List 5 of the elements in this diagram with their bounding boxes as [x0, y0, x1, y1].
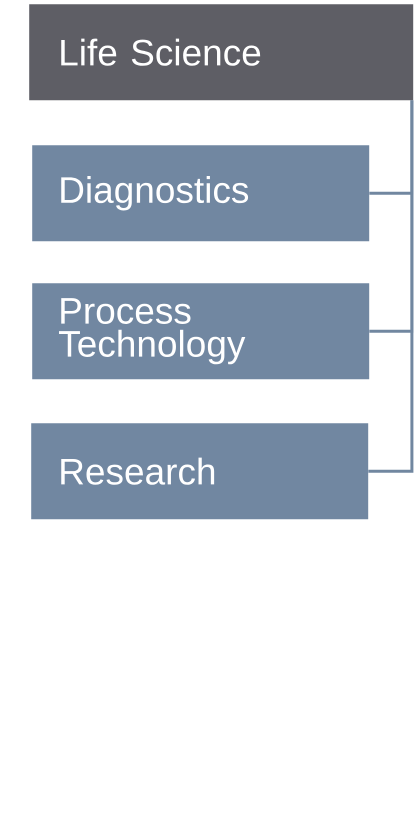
subcategory-box: Process Technology: [32, 283, 370, 380]
subcategory-box: Diagnostics: [32, 145, 370, 242]
category-box: Life Science: [29, 4, 414, 100]
connector-line: [368, 100, 414, 473]
subcategory-box: Research: [31, 423, 368, 520]
